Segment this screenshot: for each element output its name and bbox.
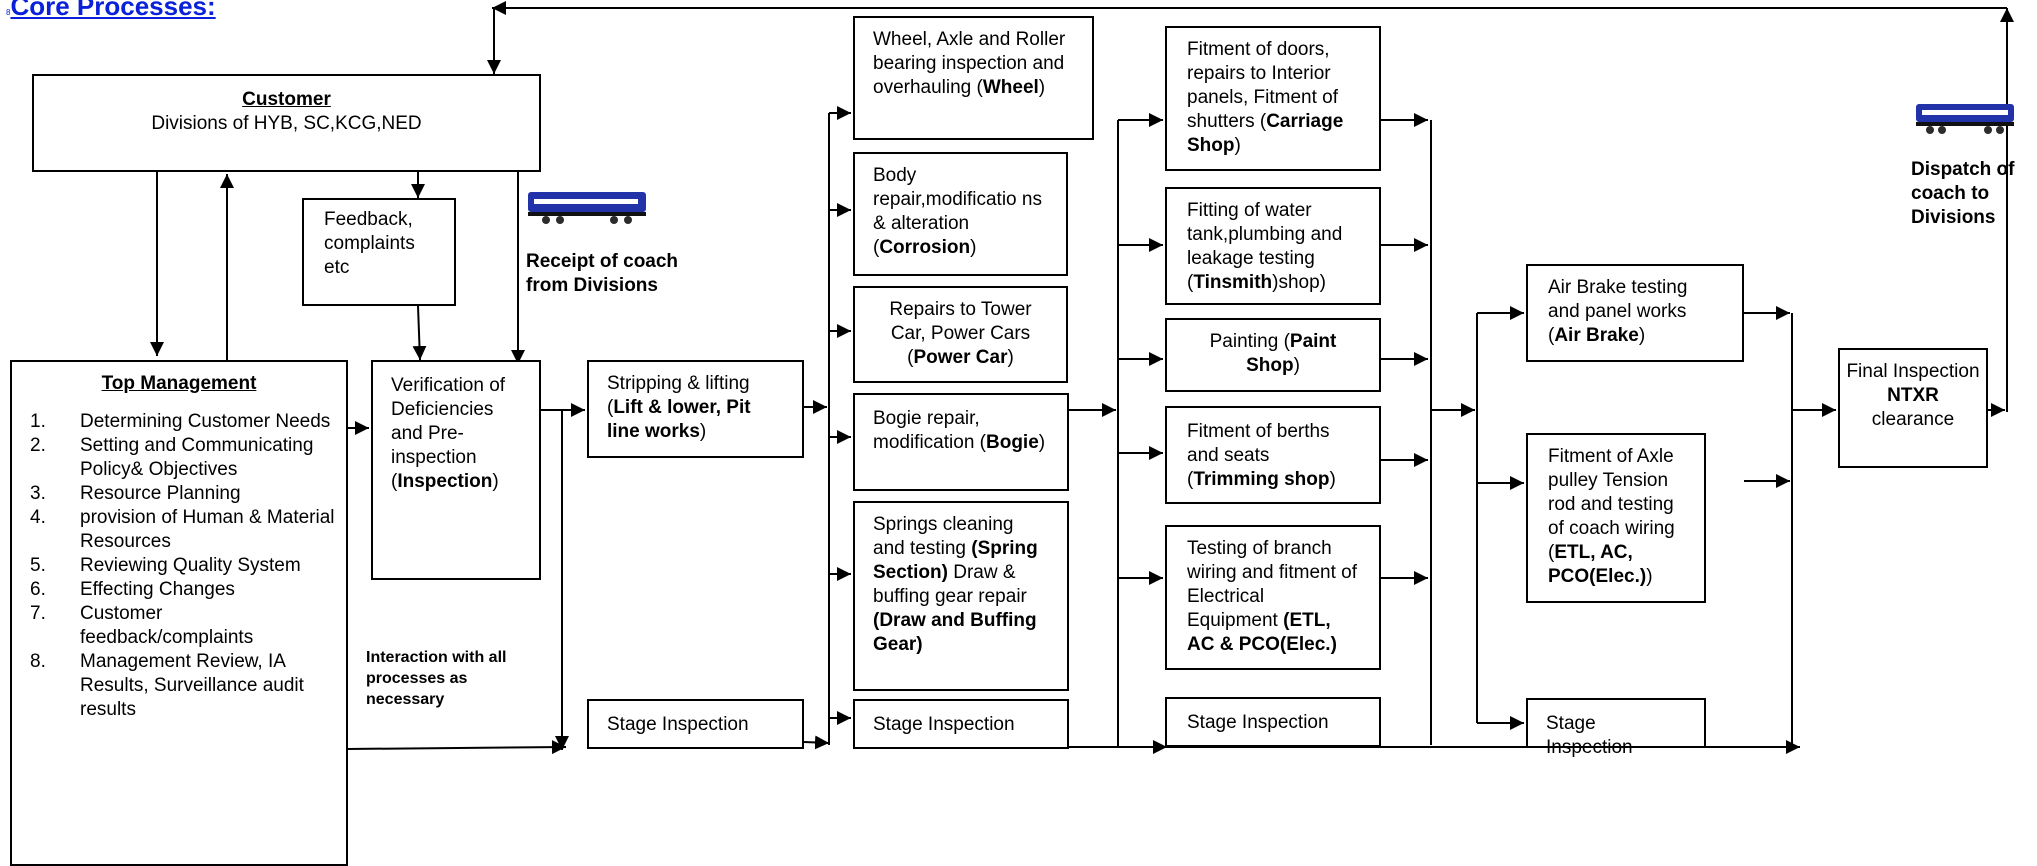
top-management-box: Top Management 1.Determining Customer Ne…: [10, 360, 348, 866]
airbrake-box: Air Brake testing and panel works (Air B…: [1526, 264, 1744, 362]
axle-box: Fitment of Axle pulley Tension rod and t…: [1526, 433, 1706, 603]
stage-inspection-4: Stage Inspection: [1526, 698, 1706, 758]
customer-title: Customer: [242, 89, 331, 110]
title-mark: 8: [6, 8, 11, 17]
stage-inspection-3: Stage Inspection: [1165, 697, 1381, 747]
page-title: 8Core Processes:: [6, 0, 216, 25]
customer-text: Divisions of HYB, SC,KCG,NED: [151, 113, 422, 134]
water-box: Fitting of water tank,plumbing and leaka…: [1165, 187, 1381, 305]
title-text: Core Processes:: [10, 0, 216, 21]
body-box: Body repair,modificatio ns & alteration …: [853, 152, 1068, 276]
list-item: 7.Customer feedback/complaints: [30, 603, 254, 648]
feedback-to-verify-arrow: [412, 305, 427, 361]
feedback-box: Feedback, complaints etc: [302, 198, 456, 306]
list-item: 1.Determining Customer Needs: [30, 411, 331, 432]
list-item: 2.Setting and Communicating Policy& Obje…: [30, 435, 314, 480]
stage-inspection-1: Stage Inspection: [587, 699, 804, 749]
list-item: 8.Management Review, IA Results, Surveil…: [30, 651, 304, 720]
doors-box: Fitment of doors, repairs to Interior pa…: [1165, 26, 1381, 171]
stage1-out-arrow: [803, 735, 830, 750]
springs-box: Springs cleaning and testing (Spring Sec…: [853, 501, 1069, 691]
top-management-list: 1.Determining Customer Needs 2.Setting a…: [20, 410, 338, 722]
verification-box: Verification of Deficiencies and Pre-ins…: [371, 360, 541, 580]
painting-box: Painting (Paint Shop): [1165, 318, 1381, 392]
list-item: 4.provision of Human & Material Resource…: [30, 507, 335, 552]
list-item: 6.Effecting Changes: [30, 579, 235, 600]
train-icon-dispatch: [1916, 104, 2014, 134]
stage-inspection-2: Stage Inspection: [853, 699, 1069, 749]
train-icon-receipt: [528, 192, 646, 224]
dispatch-label: Dispatch of coach to Divisions: [1911, 159, 2015, 228]
bogie-box: Bogie repair, modification (Bogie): [853, 393, 1069, 491]
receipt-label: Receipt of coach from Divisions: [526, 250, 678, 298]
receipt-line1: Receipt of coach: [526, 251, 679, 272]
customer-box: Customer Divisions of HYB, SC,KCG,NED: [32, 74, 541, 172]
berths-box: Fitment of berths and seats (Trimming sh…: [1165, 406, 1381, 504]
final-inspection-box: Final Inspection NTXR clearance: [1838, 348, 1988, 468]
branch-box: Testing of branch wiring and fitment of …: [1165, 525, 1381, 670]
list-item: 3.Resource Planning: [30, 483, 241, 504]
feedback-text: Feedback, complaints etc: [324, 209, 415, 278]
tower-box: Repairs to Tower Car, Power Cars (Power …: [853, 286, 1068, 383]
top-management-title: Top Management: [101, 373, 257, 394]
receipt-line2: from Divisions: [526, 275, 658, 296]
tm-bottom-arrow: [346, 740, 567, 755]
stripping-box: Stripping & lifting (Lift & lower, Pit l…: [587, 360, 804, 458]
wheel-box: Wheel, Axle and Roller bearing inspectio…: [853, 16, 1094, 140]
interaction-label: Interaction with all processes as necess…: [366, 649, 507, 708]
list-item: 5.Reviewing Quality System: [30, 555, 301, 576]
